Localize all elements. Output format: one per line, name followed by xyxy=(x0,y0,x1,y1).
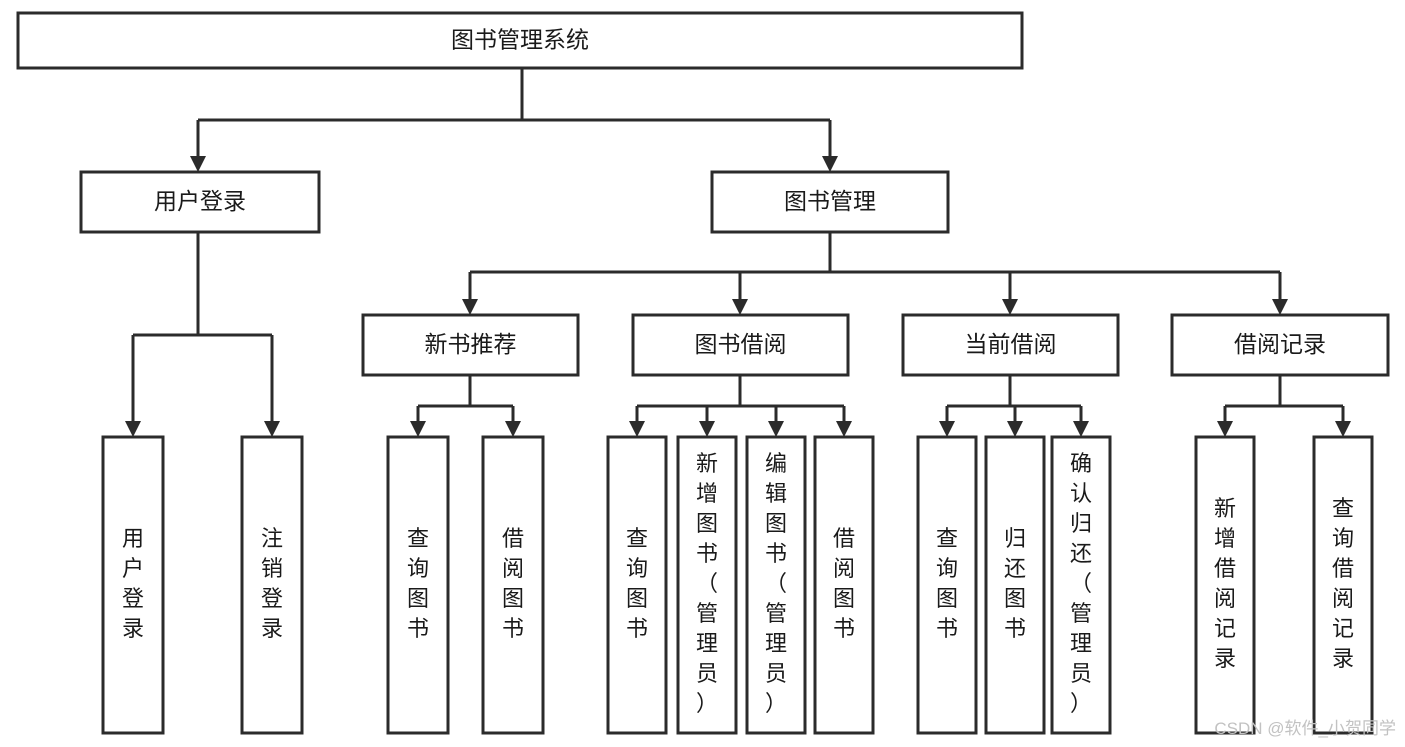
node-leaf-query-book-1[interactable]: 查询图书 xyxy=(386,435,450,735)
node-label: 用户登录 xyxy=(154,188,246,214)
node-leaf-query-record[interactable]: 查询借阅记录 xyxy=(1312,435,1374,735)
node-label: 图书借阅 xyxy=(695,331,787,357)
node-box xyxy=(386,435,450,735)
node-box xyxy=(813,435,875,735)
node-box xyxy=(16,11,1024,70)
node-label: 图书管理 xyxy=(784,188,876,214)
node-book-borrow[interactable]: 图书借阅 xyxy=(631,313,850,377)
node-label: 查询图书 xyxy=(407,526,429,641)
node-box xyxy=(1194,435,1256,735)
arrow-head-icon xyxy=(699,421,715,437)
node-box xyxy=(361,313,580,377)
node-box xyxy=(745,435,807,735)
node-user-login[interactable]: 用户登录 xyxy=(79,170,321,234)
node-box xyxy=(1312,435,1374,735)
node-leaf-borrow-book-1[interactable]: 借阅图书 xyxy=(481,435,545,735)
node-box xyxy=(710,170,950,234)
node-root[interactable]: 图书管理系统 xyxy=(16,11,1024,70)
node-layer: 图书管理系统用户登录图书管理新书推荐图书借阅当前借阅借阅记录用户登录注销登录查询… xyxy=(16,11,1390,735)
arrow-head-icon xyxy=(125,421,141,437)
node-label: 借阅记录 xyxy=(1234,331,1326,357)
arrow-head-icon xyxy=(264,421,280,437)
node-book-manage[interactable]: 图书管理 xyxy=(710,170,950,234)
node-leaf-logout[interactable]: 注销登录 xyxy=(240,435,304,735)
node-box xyxy=(676,435,738,735)
node-box xyxy=(240,435,304,735)
node-label: 确认归还（管理员） xyxy=(1070,451,1092,716)
node-leaf-borrow-book-2[interactable]: 借阅图书 xyxy=(813,435,875,735)
watermark-layer: CSDN @软件_小贺同学 xyxy=(1214,719,1396,738)
node-new-book-rec[interactable]: 新书推荐 xyxy=(361,313,580,377)
node-label: 用户登录 xyxy=(122,526,144,641)
arrow-head-icon xyxy=(1002,299,1018,315)
node-leaf-return-book[interactable]: 归还图书 xyxy=(984,435,1046,735)
arrow-head-icon xyxy=(1073,421,1089,437)
node-label: 借阅图书 xyxy=(502,526,524,641)
node-label: 新增借阅记录 xyxy=(1214,496,1236,671)
node-label: 查询图书 xyxy=(626,526,648,641)
node-leaf-confirm-return[interactable]: 确认归还（管理员） xyxy=(1050,435,1112,735)
arrow-head-icon xyxy=(1217,421,1233,437)
arrow-head-icon xyxy=(1007,421,1023,437)
node-leaf-query-book-2[interactable]: 查询图书 xyxy=(606,435,668,735)
node-label: 查询图书 xyxy=(936,526,958,641)
arrow-head-icon xyxy=(462,299,478,315)
node-label: 新增图书（管理员） xyxy=(696,451,718,716)
arrow-head-icon xyxy=(939,421,955,437)
connector-layer xyxy=(125,68,1351,437)
node-label: 编辑图书（管理员） xyxy=(765,451,787,716)
node-borrow-record[interactable]: 借阅记录 xyxy=(1170,313,1390,377)
arrow-head-icon xyxy=(629,421,645,437)
node-box xyxy=(481,435,545,735)
node-box xyxy=(916,435,978,735)
arrow-head-icon xyxy=(410,421,426,437)
arrow-head-icon xyxy=(1335,421,1351,437)
node-box xyxy=(984,435,1046,735)
node-label: 借阅图书 xyxy=(833,526,855,641)
node-leaf-edit-book[interactable]: 编辑图书（管理员） xyxy=(745,435,807,735)
node-leaf-add-record[interactable]: 新增借阅记录 xyxy=(1194,435,1256,735)
node-label: 图书管理系统 xyxy=(451,27,589,53)
node-box xyxy=(1050,435,1112,735)
node-label: 新书推荐 xyxy=(425,331,517,357)
node-box xyxy=(606,435,668,735)
node-box xyxy=(79,170,321,234)
node-label: 查询借阅记录 xyxy=(1332,496,1354,671)
arrow-head-icon xyxy=(768,421,784,437)
arrow-head-icon xyxy=(1272,299,1288,315)
node-leaf-query-book-3[interactable]: 查询图书 xyxy=(916,435,978,735)
node-leaf-user-login[interactable]: 用户登录 xyxy=(101,435,165,735)
arrow-head-icon xyxy=(836,421,852,437)
arrow-head-icon xyxy=(732,299,748,315)
node-label: 归还图书 xyxy=(1004,526,1026,641)
arrow-head-icon xyxy=(190,156,206,172)
node-leaf-add-book[interactable]: 新增图书（管理员） xyxy=(676,435,738,735)
node-label: 注销登录 xyxy=(261,526,283,641)
arrow-head-icon xyxy=(822,156,838,172)
arrow-head-icon xyxy=(505,421,521,437)
node-box xyxy=(631,313,850,377)
node-box xyxy=(901,313,1120,377)
csdn-watermark: CSDN @软件_小贺同学 xyxy=(1214,719,1396,738)
node-label: 当前借阅 xyxy=(965,331,1057,357)
node-current-borrow[interactable]: 当前借阅 xyxy=(901,313,1120,377)
node-box xyxy=(101,435,165,735)
node-box xyxy=(1170,313,1390,377)
